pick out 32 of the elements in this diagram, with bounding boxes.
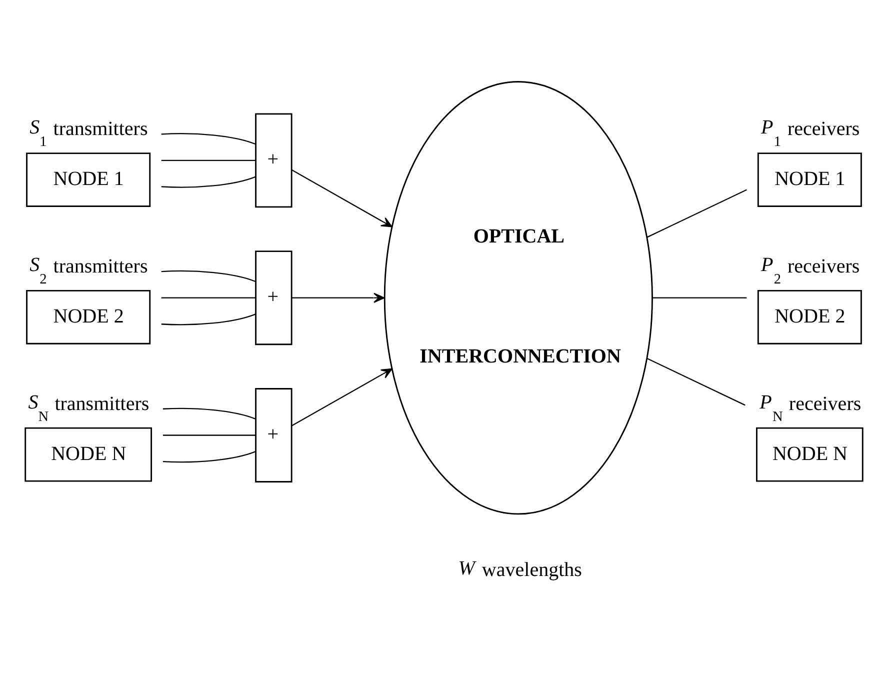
label: W wavelengths [458,557,582,581]
node-box: + [255,250,292,346]
connector [161,297,256,298]
node-box: NODE 1 [26,152,151,207]
connector [652,297,747,298]
connector [646,189,747,238]
connector [646,358,746,406]
node-label: SN transmitters [28,391,150,425]
connector [161,133,256,145]
node-box: NODE 1 [757,152,862,207]
connector [161,176,256,188]
node-box: NODE N [24,427,152,482]
node-box: NODE 2 [26,290,151,344]
node-ellipse: OPTICAL INTERCONNECTION [384,81,653,515]
node-box: + [255,388,292,482]
node-label: PN receivers [760,391,862,425]
connector [162,434,256,436]
node-box: + [255,113,292,208]
node-label: P2 receivers [761,254,860,288]
arrow [291,169,392,228]
node-label: P1 receivers [761,116,860,150]
arrow [292,292,385,303]
connector [162,450,256,463]
connector [161,314,256,326]
node-box: NODE N [756,427,864,482]
node-box: NODE 2 [757,290,862,344]
node-label: S2 transmitters [30,254,148,288]
node-label: S1 transmitters [30,116,148,150]
connector [161,270,256,282]
connector [161,160,256,162]
connector [162,408,256,420]
arrow [291,368,392,426]
